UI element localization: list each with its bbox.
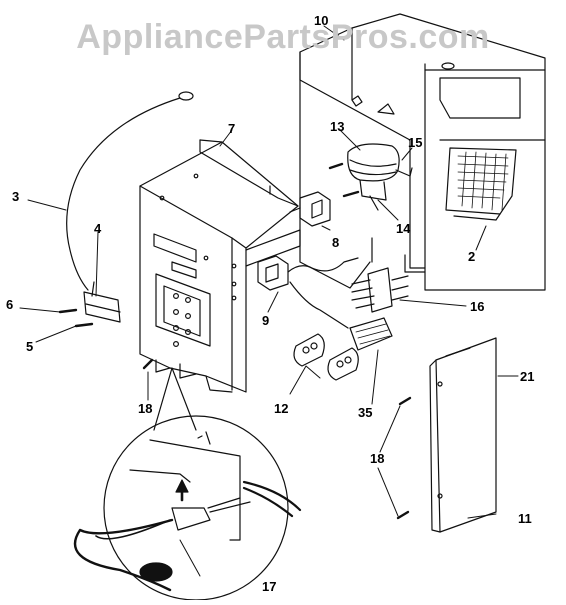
ground-wire (66, 91, 194, 291)
side-cover-panel (396, 337, 497, 533)
callout-4: 4 (94, 221, 102, 236)
callout-9: 9 (262, 313, 270, 328)
callout-15: 15 (408, 135, 423, 150)
back-panel (299, 13, 546, 291)
callout-11: 11 (518, 511, 532, 526)
capacitor (328, 143, 413, 211)
callout-10: 10 (314, 13, 329, 28)
callout-35: 35 (358, 405, 373, 420)
screw-18 (142, 358, 154, 370)
callout-7: 7 (228, 121, 236, 136)
callout-8: 8 (332, 235, 340, 250)
vent-grille (445, 147, 517, 221)
callout-21: 21 (520, 369, 535, 384)
callout-2: 2 (468, 249, 476, 264)
callout-3: 3 (12, 189, 20, 204)
terminal-block (351, 267, 409, 313)
control-box-housing (139, 139, 301, 393)
callout-13: 13 (330, 119, 345, 134)
switch-8 (289, 191, 331, 227)
callout-5: 5 (26, 339, 34, 354)
callout-18-cover: 18 (370, 451, 385, 466)
detail-magnifier (73, 367, 302, 601)
switch-9 (257, 255, 359, 329)
callout-17: 17 (262, 579, 277, 594)
leader-lines (19, 25, 519, 519)
wire-clip-bracket (58, 281, 121, 328)
wire-connector (349, 317, 393, 351)
lamp-sockets (293, 333, 359, 381)
callout-16: 16 (470, 299, 485, 314)
callout-18-housing: 18 (138, 401, 153, 416)
callout-12: 12 (274, 401, 289, 416)
callout-6: 6 (6, 297, 14, 312)
watermark: AppliancePartsPros.com (76, 18, 490, 56)
callout-14: 14 (396, 221, 411, 236)
